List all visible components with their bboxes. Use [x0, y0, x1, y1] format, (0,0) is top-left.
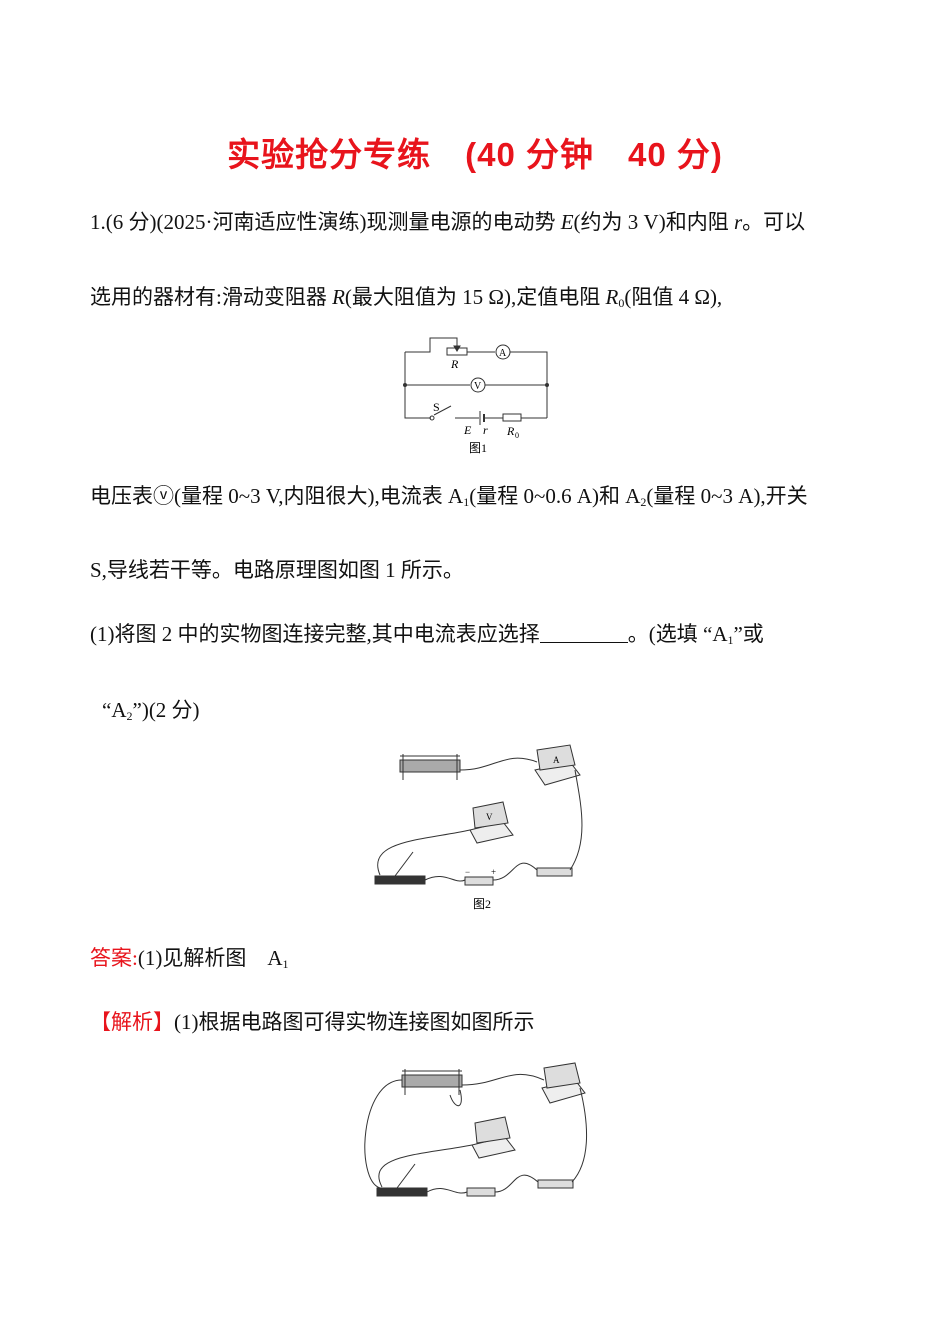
- plus-label: +: [491, 867, 496, 877]
- text: (阻值 4 Ω),: [624, 285, 723, 309]
- ammeter-label: A: [499, 348, 507, 359]
- question-1-line-3: 电压表ⓥ(量程 0~3 V,内阻很大),电流表 A1(量程 0~0.6 A)和 …: [90, 482, 808, 516]
- label-R0-sub: 0: [515, 431, 519, 440]
- text: “A: [102, 698, 127, 722]
- rheostat: [399, 759, 461, 773]
- voltmeter-label: V: [474, 381, 482, 392]
- analysis-text: (1)根据电路图可得实物连接图如图所示: [174, 1010, 535, 1034]
- figure-2-apparatus: A V − + 图2: [374, 744, 583, 911]
- question-1-line-1: 1.(6 分)(2025·河南适应性演练)现测量电源的电动势 E(约为 3 V)…: [90, 208, 805, 236]
- question-1-part-1-cont: “A2”)(2 分): [102, 696, 200, 730]
- symbol-E: E: [560, 210, 574, 234]
- question-1-line-4: S,导线若干等。电路原理图如图 1 所示。: [90, 558, 464, 582]
- text: (约为 3 V)和内阻: [573, 210, 734, 234]
- label-E: E: [463, 423, 472, 437]
- text: 。(选填 “A: [627, 622, 728, 646]
- text: 1.(6 分)(2025·河南适应性演练)现测量电源的电动势: [90, 210, 561, 234]
- figure-solution-apparatus: [364, 1062, 588, 1197]
- page-title: 实验抢分专练 (40 分钟 40 分): [227, 136, 723, 173]
- symbol-r: r: [733, 210, 743, 234]
- text: ”)(2 分): [132, 698, 200, 722]
- text: 电压表ⓥ(量程 0~3 V,内阻很大),电流表 A: [90, 484, 464, 508]
- text: 。可以: [742, 210, 806, 234]
- figure-1-caption: 图1: [469, 441, 487, 455]
- subscript: 0: [618, 296, 625, 310]
- text: (量程 0~3 A),开关: [646, 484, 808, 508]
- label-R0: R: [506, 424, 515, 438]
- analysis: 【解析】(1)根据电路图可得实物连接图如图所示: [90, 1008, 535, 1036]
- answer: 答案:(1)见解析图 A1: [90, 944, 289, 978]
- text: (最大阻值为 15 Ω),定值电阻: [344, 285, 606, 309]
- text: 选用的器材有:滑动变阻器: [90, 285, 333, 309]
- answer-label: 答案:: [90, 946, 138, 970]
- text: ”或: [733, 622, 764, 646]
- minus-label: −: [465, 867, 470, 877]
- question-1-line-2: 选用的器材有:滑动变阻器 R(最大阻值为 15 Ω),定值电阻 R0(阻值 4 …: [90, 283, 722, 317]
- label-r: r: [483, 423, 488, 437]
- answer-blank[interactable]: [539, 622, 628, 643]
- symbol-R0: R: [605, 285, 619, 309]
- text: (量程 0~0.6 A)和 A: [469, 484, 641, 508]
- subscript: 2: [640, 495, 647, 509]
- subscript: 2: [126, 709, 133, 723]
- label-R: R: [450, 357, 459, 371]
- question-1-part-1: (1)将图 2 中的实物图连接完整,其中电流表应选择 。(选填 “A1”或: [90, 620, 764, 654]
- ammeter-label: A: [553, 755, 560, 765]
- label-S: S: [433, 400, 440, 414]
- answer-text: (1)见解析图 A: [137, 946, 283, 970]
- analysis-label: 【解析】: [90, 1010, 174, 1034]
- figure-1-circuit-diagram: A V R S E r R 0 图1: [403, 337, 549, 455]
- symbol-R: R: [332, 285, 345, 309]
- subscript: 1: [282, 957, 289, 971]
- subscript: 1: [727, 633, 734, 647]
- text: (1)将图 2 中的实物图连接完整,其中电流表应选择: [90, 622, 540, 646]
- subscript: 1: [463, 495, 470, 509]
- figure-2-caption: 图2: [473, 897, 491, 911]
- voltmeter-label: V: [486, 812, 493, 822]
